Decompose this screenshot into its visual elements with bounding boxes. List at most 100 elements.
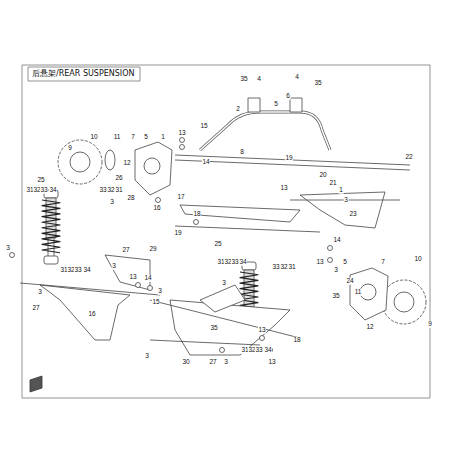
callout-number: 33 — [272, 264, 280, 271]
callout-number: 33 — [99, 187, 107, 194]
bracket — [105, 255, 150, 290]
callout-number: 33 — [40, 187, 48, 194]
callout-number: 3 — [224, 359, 229, 366]
knuckle-bore — [360, 284, 376, 300]
callout-number: 25 — [214, 241, 222, 248]
callout-number: 26 — [115, 175, 123, 182]
callout-number: 4 — [257, 76, 262, 83]
stabilizer-bar — [200, 112, 330, 150]
lower-a-arm — [170, 300, 290, 355]
callout-number: 12 — [123, 160, 131, 167]
brake-disc — [58, 140, 102, 184]
callout-number: 17 — [177, 194, 185, 201]
bearing — [105, 150, 115, 170]
callout-number: 3 — [222, 280, 227, 287]
knuckle-bore — [144, 158, 160, 174]
callout-number: 34 — [264, 347, 272, 354]
callout-number: 29 — [149, 246, 157, 253]
callout-number: 11 — [354, 289, 362, 296]
callout-number: 35 — [210, 325, 218, 332]
bracket — [200, 285, 245, 312]
callout-number: 1 — [339, 187, 344, 194]
callout-number: 16 — [153, 205, 161, 212]
callout-number: 8 — [240, 149, 245, 156]
front-direction-icon — [30, 376, 42, 392]
callout-number: 19 — [285, 155, 293, 162]
callout-number: 27 — [32, 305, 40, 312]
callout-number: 35 — [314, 80, 322, 87]
callout-number: 13 — [258, 327, 266, 334]
callout-number: 32 — [280, 264, 288, 271]
callout-number: 3 — [112, 263, 117, 270]
callout-number: 32 — [107, 187, 115, 194]
coil-spring — [42, 200, 60, 253]
callout-number: 7 — [381, 259, 386, 266]
callout-number: 35 — [240, 76, 248, 83]
callout-number: 18 — [293, 337, 301, 344]
callout-number: 5 — [274, 101, 279, 108]
callout-number: 30 — [182, 359, 190, 366]
callout-number: 34 — [83, 267, 91, 274]
callout-number: 4 — [295, 74, 300, 81]
callout-number: 10 — [414, 256, 422, 263]
callout-number: 13 — [268, 359, 276, 366]
callout-number: 5 — [144, 134, 149, 141]
callout-number: 31 — [288, 264, 296, 271]
callout-number: 13 — [280, 185, 288, 192]
bushing-clamp — [248, 98, 260, 112]
upper-arm — [180, 205, 300, 222]
callout-number: 31 — [115, 187, 123, 194]
callout-number: 24 — [346, 278, 354, 285]
callout-number: 18 — [193, 211, 201, 218]
callout-number: 25 — [37, 177, 45, 184]
callout-number: 5 — [343, 259, 348, 266]
callout-number: 35 — [332, 293, 340, 300]
upper-a-arm — [300, 192, 385, 228]
callout-number: 3 — [110, 199, 115, 206]
brake-disc — [382, 280, 426, 324]
bushing-clamp — [290, 98, 302, 112]
callout-number: 3 — [6, 245, 11, 252]
knuckle — [350, 268, 388, 320]
callout-number: 33 — [231, 259, 239, 266]
bolt — [20, 283, 160, 295]
callout-number: 3 — [158, 288, 163, 295]
bolt — [150, 340, 260, 345]
callout-number: 10 — [90, 134, 98, 141]
frame — [22, 65, 430, 398]
diagram-title: 后悬架/REAR SUSPENSION — [32, 70, 134, 78]
callout-number: 12 — [366, 324, 374, 331]
callout-number: 21 — [329, 180, 337, 187]
callout-number: 20 — [319, 172, 327, 179]
callout-number: 15 — [200, 123, 208, 130]
lower-a-arm — [40, 285, 130, 340]
callout-number: 13 — [129, 274, 137, 281]
bolt — [150, 300, 300, 338]
callout-number: 34 — [239, 259, 247, 266]
brake-disc-hub — [394, 292, 414, 312]
callout-number: 14 — [202, 159, 210, 166]
knuckle — [135, 142, 172, 195]
callout-number: 3 — [344, 197, 349, 204]
callout-number: 9 — [428, 321, 433, 328]
callout-number: 1 — [161, 134, 166, 141]
callout-number: 3 — [334, 267, 339, 274]
callout-number: 34 — [49, 187, 57, 194]
callout-number: 23 — [349, 211, 357, 218]
callout-number: 13 — [316, 259, 324, 266]
callout-number: 27 — [122, 247, 130, 254]
stabilizer-bar — [200, 112, 330, 150]
callout-number: 15 — [152, 299, 160, 306]
nut — [10, 138, 333, 353]
callout-number: 2 — [236, 106, 241, 113]
callout-number: 11 — [113, 134, 121, 141]
callout-number: 28 — [127, 195, 135, 202]
callout-number: 27 — [209, 359, 217, 366]
callout-number: 14 — [333, 237, 341, 244]
callout-number: 3 — [145, 353, 150, 360]
tie-rod — [175, 155, 410, 165]
callout-number: 16 — [88, 311, 96, 318]
callout-number: 9 — [68, 145, 73, 152]
callout-number: 7 — [131, 134, 136, 141]
